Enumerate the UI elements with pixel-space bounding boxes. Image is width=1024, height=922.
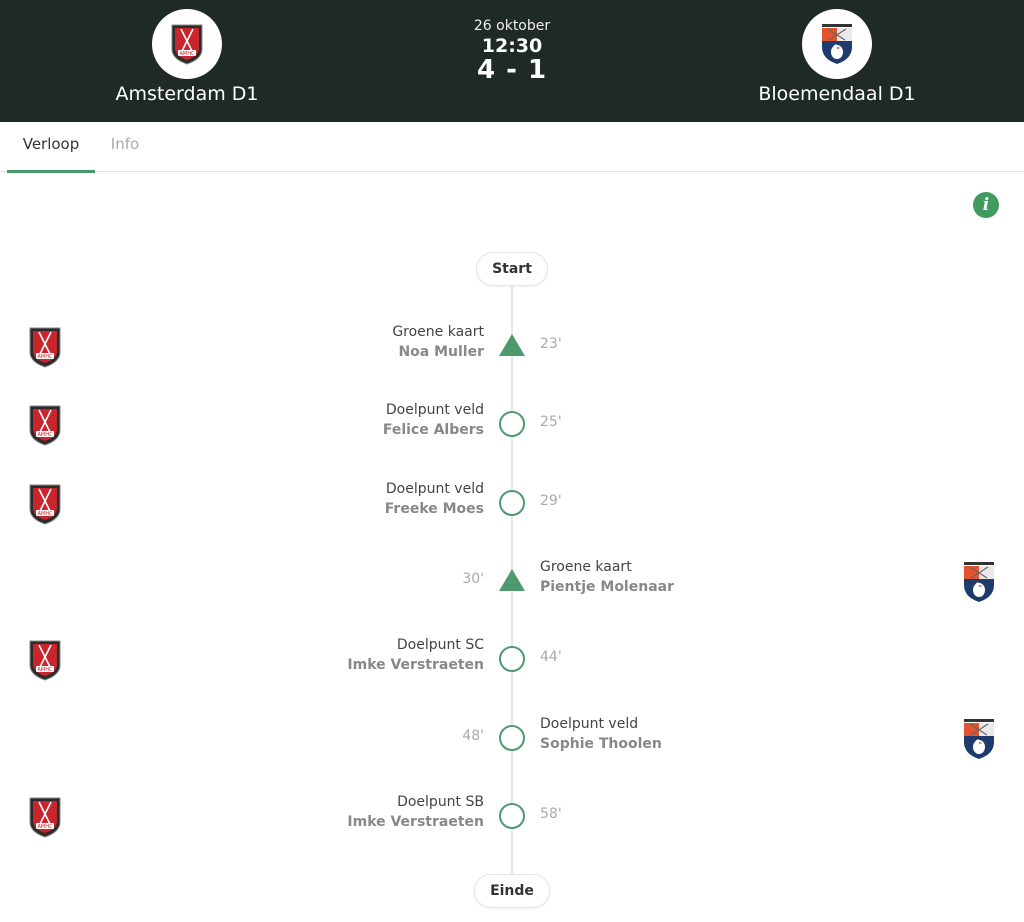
timeline-end: Einde <box>474 874 550 908</box>
goal-icon <box>499 490 525 516</box>
amsterdam-crest-icon <box>169 23 205 65</box>
bloemendaal-crest-icon <box>819 23 855 65</box>
event-minute: 23' <box>540 336 562 352</box>
event-player: Pientje Molenaar <box>540 579 674 595</box>
tab-bar: Verloop Info <box>0 122 1024 173</box>
amsterdam-crest-icon <box>27 639 63 681</box>
match-date: 26 oktober <box>473 18 551 34</box>
match-info: 26 oktober 12:30 4 - 1 <box>412 18 612 85</box>
event-player: Felice Albers <box>382 422 484 438</box>
event-minute: 58' <box>540 806 562 822</box>
event-minute: 29' <box>540 493 562 509</box>
timeline-start: Start <box>476 252 548 286</box>
amsterdam-crest-icon <box>27 404 63 446</box>
event-type: Groene kaart <box>392 324 484 340</box>
event-player: Imke Verstraeten <box>347 814 484 830</box>
amsterdam-crest-icon <box>27 483 63 525</box>
home-team[interactable]: Amsterdam D1 <box>97 9 277 105</box>
goal-icon <box>499 411 525 437</box>
event-type: Doelpunt veld <box>540 716 639 732</box>
event-type: Groene kaart <box>540 559 632 575</box>
goal-icon <box>499 725 525 751</box>
timeline-event[interactable]: Doelpunt SB Imke Verstraeten 58' <box>0 786 1024 846</box>
green-card-icon <box>499 569 525 591</box>
green-card-icon <box>499 334 525 356</box>
goal-icon <box>499 803 525 829</box>
event-minute: 44' <box>540 649 562 665</box>
match-header: Amsterdam D1 26 oktober 12:30 4 - 1 Bloe… <box>0 0 1024 122</box>
event-type: Doelpunt SB <box>397 794 484 810</box>
timeline-event[interactable]: Doelpunt SC Imke Verstraeten 44' <box>0 629 1024 689</box>
event-minute: 30' <box>462 571 484 587</box>
away-team-logo <box>802 9 872 79</box>
event-type: Doelpunt veld <box>385 402 484 418</box>
event-player: Freeke Moes <box>384 501 484 517</box>
event-details: Doelpunt SC Imke Verstraeten <box>347 635 484 675</box>
bloemendaal-crest-icon <box>961 561 997 603</box>
goal-icon <box>499 646 525 672</box>
event-minute: 25' <box>540 414 562 430</box>
event-player: Noa Muller <box>398 344 484 360</box>
event-player: Sophie Thoolen <box>540 736 662 752</box>
away-team[interactable]: Bloemendaal D1 <box>747 9 927 105</box>
event-minute: 48' <box>462 728 484 744</box>
event-type: Doelpunt SC <box>396 637 484 653</box>
match-time: 12:30 <box>481 35 543 57</box>
event-details: Doelpunt SB Imke Verstraeten <box>347 792 484 832</box>
amsterdam-crest-icon <box>27 796 63 838</box>
event-type: Doelpunt veld <box>385 481 484 497</box>
bloemendaal-crest-icon <box>961 718 997 760</box>
match-score: 4 - 1 <box>476 55 548 85</box>
amsterdam-crest-icon <box>27 326 63 368</box>
home-team-logo <box>152 9 222 79</box>
away-team-name: Bloemendaal D1 <box>758 83 916 105</box>
event-player: Imke Verstraeten <box>347 657 484 673</box>
home-team-name: Amsterdam D1 <box>115 83 259 105</box>
info-icon[interactable]: i <box>973 192 999 218</box>
tab-verloop[interactable]: Verloop <box>7 122 95 173</box>
tab-info[interactable]: Info <box>110 135 140 153</box>
